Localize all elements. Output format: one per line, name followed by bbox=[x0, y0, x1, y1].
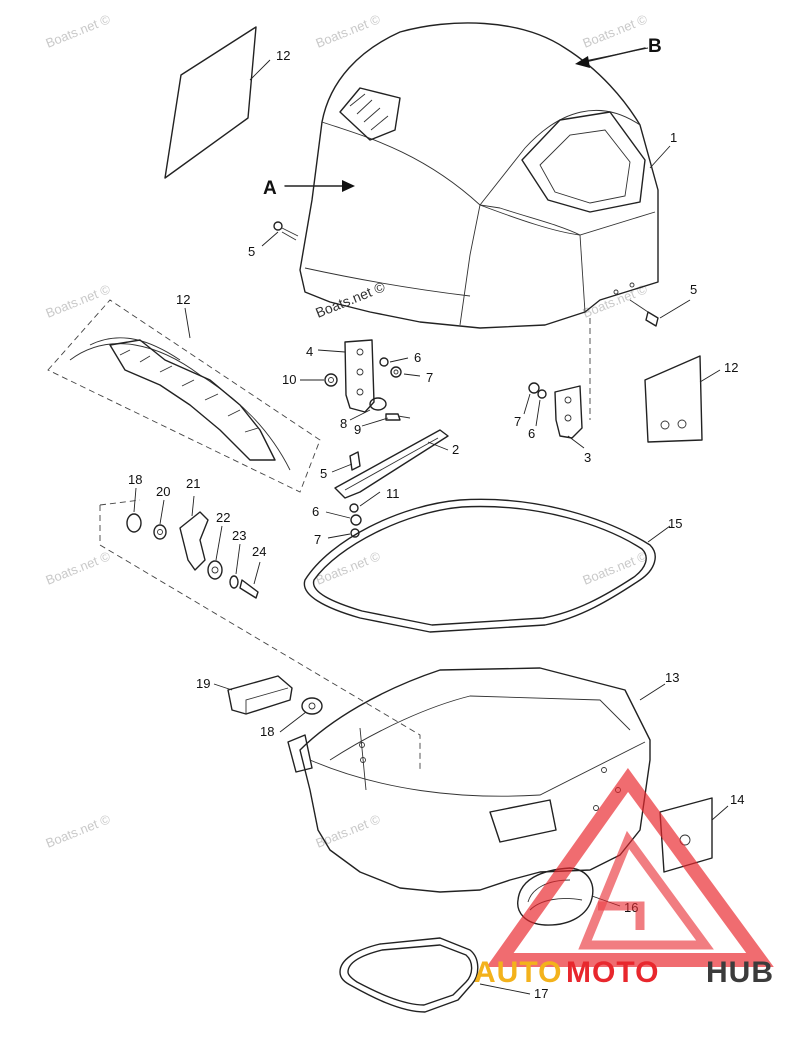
callout-6-right: 6 bbox=[528, 426, 535, 441]
callout-24: 24 bbox=[252, 544, 266, 559]
watermark: Boats.net © bbox=[44, 811, 113, 851]
top-cowl-part bbox=[299, 22, 659, 329]
callout-9: 9 bbox=[354, 422, 361, 437]
callout-12-top: 12 bbox=[276, 48, 290, 63]
callout-15: 15 bbox=[668, 516, 682, 531]
callout-2: 2 bbox=[452, 442, 459, 457]
latch-lever-part bbox=[334, 429, 449, 538]
callout-12-right: 12 bbox=[724, 360, 738, 375]
callout-22: 22 bbox=[216, 510, 230, 525]
watermark: Boats.net © bbox=[314, 11, 383, 51]
callout-4: 4 bbox=[306, 344, 313, 359]
fastener-parts bbox=[273, 221, 659, 421]
callout-A: A bbox=[263, 178, 277, 199]
watermark: Boats.net © bbox=[44, 281, 113, 321]
brand-hub: HUB bbox=[706, 956, 774, 989]
callout-12-left: 12 bbox=[176, 292, 190, 307]
watermark: Boats.net © bbox=[581, 548, 650, 588]
callout-3: 3 bbox=[584, 450, 591, 465]
callout-5-lower: 5 bbox=[320, 466, 327, 481]
callout-B: B bbox=[648, 36, 662, 57]
automotohub-logo bbox=[486, 768, 774, 967]
callout-17: 17 bbox=[534, 986, 548, 1001]
decal-large-part bbox=[47, 299, 321, 493]
callout-20: 20 bbox=[156, 484, 170, 499]
brand-wordmark: AUTO MOTO HUB bbox=[474, 956, 774, 989]
callout-5-right: 5 bbox=[690, 282, 697, 297]
lower-latch-parts bbox=[227, 675, 323, 715]
callout-10: 10 bbox=[282, 372, 296, 387]
callout-7-right: 7 bbox=[514, 414, 521, 429]
callout-23: 23 bbox=[232, 528, 246, 543]
brand-auto: AUTO bbox=[474, 956, 562, 989]
callout-6-upper: 6 bbox=[414, 350, 421, 365]
callout-1: 1 bbox=[670, 130, 677, 145]
callout-7-lower: 7 bbox=[314, 532, 321, 547]
bottom-cowl-part bbox=[287, 667, 651, 893]
callout-14: 14 bbox=[730, 792, 744, 807]
leader-lines bbox=[133, 47, 729, 995]
callout-8: 8 bbox=[340, 416, 347, 431]
latch-assembly-parts bbox=[99, 499, 421, 770]
watermark: Boats.net © bbox=[44, 548, 113, 588]
callout-18-upper: 18 bbox=[128, 472, 142, 487]
callout-11: 11 bbox=[386, 486, 400, 501]
callout-21: 21 bbox=[186, 476, 200, 491]
callout-18-lower: 18 bbox=[260, 724, 274, 739]
seal-part bbox=[303, 498, 656, 633]
bottom-seal-part bbox=[339, 937, 479, 1013]
callout-labels: A B 12 1 5 5 12 4 6 7 10 12 8 9 7 6 2 3 … bbox=[128, 36, 744, 1001]
bracket-left-part bbox=[344, 339, 375, 413]
callout-6-lower: 6 bbox=[312, 504, 319, 519]
watermark: Boats.net © bbox=[581, 11, 650, 51]
view-arrows bbox=[284, 47, 646, 192]
callout-19: 19 bbox=[196, 676, 210, 691]
bracket-right-part bbox=[554, 318, 591, 439]
callout-13: 13 bbox=[665, 670, 679, 685]
brand-moto: MOTO bbox=[566, 956, 659, 989]
watermark: Boats.net © bbox=[314, 811, 383, 851]
decal-part bbox=[164, 26, 257, 179]
callout-5-top: 5 bbox=[248, 244, 255, 259]
decal-small-part bbox=[644, 355, 703, 443]
watermark: Boats.net © bbox=[44, 11, 113, 51]
callout-7-upper: 7 bbox=[426, 370, 433, 385]
